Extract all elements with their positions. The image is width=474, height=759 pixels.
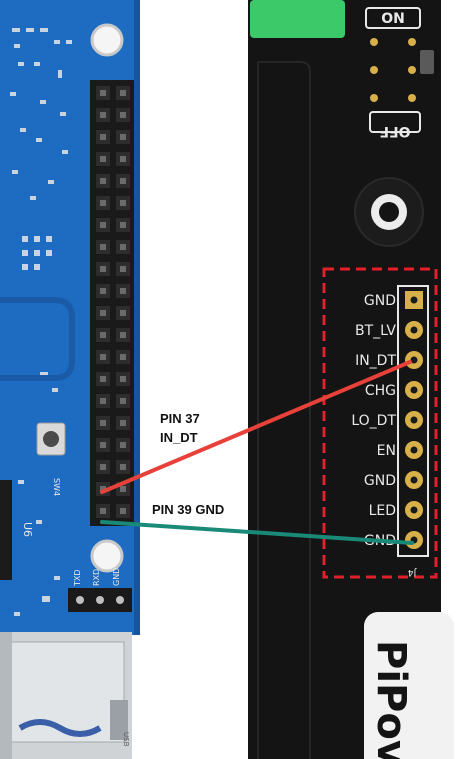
j4-pad-hole — [410, 446, 418, 454]
gpio-pin-tip — [100, 244, 106, 250]
chip-label: U6 — [21, 522, 34, 537]
gpio-pin-tip — [120, 156, 126, 162]
gpio-pin-tip — [100, 288, 106, 294]
brand-panel — [364, 612, 454, 759]
gpio-pin-tip — [100, 200, 106, 206]
gpio-pin-tip — [120, 134, 126, 140]
gpio-pin-tip — [120, 508, 126, 514]
gpio-pin-tip — [100, 420, 106, 426]
gpio-pin-tip — [120, 332, 126, 338]
usb-jack — [0, 632, 132, 759]
j4-pad-hole — [410, 476, 418, 484]
uart-label-txd: TXD — [73, 569, 82, 587]
green-wire-label: PIN 39 GND — [152, 502, 224, 517]
gpio-pin-tip — [120, 486, 126, 492]
gpio-pin-tip — [100, 332, 106, 338]
gpio-pin-tip — [100, 156, 106, 162]
gpio-pin-tip — [120, 398, 126, 404]
right-mounting-hole — [354, 177, 424, 247]
j4-pin-label: EN — [377, 443, 396, 459]
uart-header — [68, 588, 132, 612]
gpio-pin-tip — [120, 200, 126, 206]
gpio-pin-tip — [100, 398, 106, 404]
switch-off-label: OFF — [379, 123, 410, 139]
gpio-pin-tip — [100, 464, 106, 470]
j4-pad-hole — [410, 296, 418, 304]
pcb-trace — [0, 297, 75, 381]
mounting-hole-bottom — [90, 539, 124, 573]
j4-pad-hole — [410, 356, 418, 364]
gpio-pin-tip — [100, 508, 106, 514]
gpio-pin-tip — [120, 244, 126, 250]
button-label: SW4 — [52, 478, 61, 496]
j4-pad-hole — [410, 386, 418, 394]
gpio-pin-tip — [100, 266, 106, 272]
gpio-pin-tip — [120, 288, 126, 294]
j4-pin-label: LED — [369, 503, 396, 519]
chip-body — [0, 480, 12, 580]
gpio-pin-tip — [120, 376, 126, 382]
red-wire-label-pin: PIN 37 — [160, 411, 200, 426]
gpio-pin-tip — [120, 420, 126, 426]
gpio-pin-tip — [100, 222, 106, 228]
gpio-pin-tip — [120, 464, 126, 470]
j4-pin-label: BT_LV — [355, 323, 396, 339]
gpio-pin-tip — [120, 90, 126, 96]
gpio-header — [90, 80, 134, 526]
gpio-pin-tip — [100, 486, 106, 492]
j4-label: J4 — [408, 567, 418, 577]
j4-highlight-box — [322, 267, 438, 579]
j4-pad-hole — [410, 506, 418, 514]
gpio-pin-tip — [100, 112, 106, 118]
j4-pin-label: GND — [364, 293, 396, 309]
gpio-pin-tip — [100, 134, 106, 140]
j4-pin-label: GND — [364, 473, 396, 489]
gpio-pin-tip — [120, 310, 126, 316]
gpio-pin-tip — [120, 178, 126, 184]
green-component — [250, 0, 345, 38]
switch-on-label: ON — [381, 11, 405, 27]
uart-label-gnd: GND — [112, 568, 121, 586]
gpio-pin-tip — [100, 90, 106, 96]
j4-pin-label: LO_DT — [351, 413, 396, 429]
gpio-pin-tip — [120, 112, 126, 118]
j4-pin-label: CHG — [365, 383, 396, 399]
left-board-edge — [134, 0, 140, 635]
usb-label: USB — [122, 732, 130, 747]
gpio-pin-tip — [120, 442, 126, 448]
board-outline-trace — [258, 61, 311, 759]
uart-label-rxd: RXD — [92, 569, 101, 586]
right-board: ON OFF GNDBT_LVIN_DTCHGLO_DTENGNDLEDGND … — [248, 0, 474, 759]
gpio-pin-tip — [100, 376, 106, 382]
tactile-button — [36, 422, 66, 456]
red-wire-label-signal: IN_DT — [160, 430, 198, 445]
gpio-pin-tip — [120, 222, 126, 228]
brand-text: PiPov — [368, 640, 414, 759]
j4-pin-label: IN_DT — [355, 353, 396, 369]
gpio-pin-tip — [100, 178, 106, 184]
gpio-pin-tip — [100, 310, 106, 316]
gpio-pin-tip — [100, 354, 106, 360]
gpio-pin-tip — [120, 354, 126, 360]
red-wire — [100, 360, 412, 494]
gpio-pin-tip — [100, 442, 106, 448]
green-wire — [100, 520, 414, 545]
power-switch — [365, 7, 434, 133]
j4-pad-hole — [410, 326, 418, 334]
gpio-pin-tip — [120, 266, 126, 272]
mounting-hole-top — [90, 23, 124, 57]
j4-pad-hole — [410, 416, 418, 424]
smd-components — [10, 28, 72, 616]
left-board: SW4 U6 TXD RXD GND USB — [0, 0, 140, 759]
